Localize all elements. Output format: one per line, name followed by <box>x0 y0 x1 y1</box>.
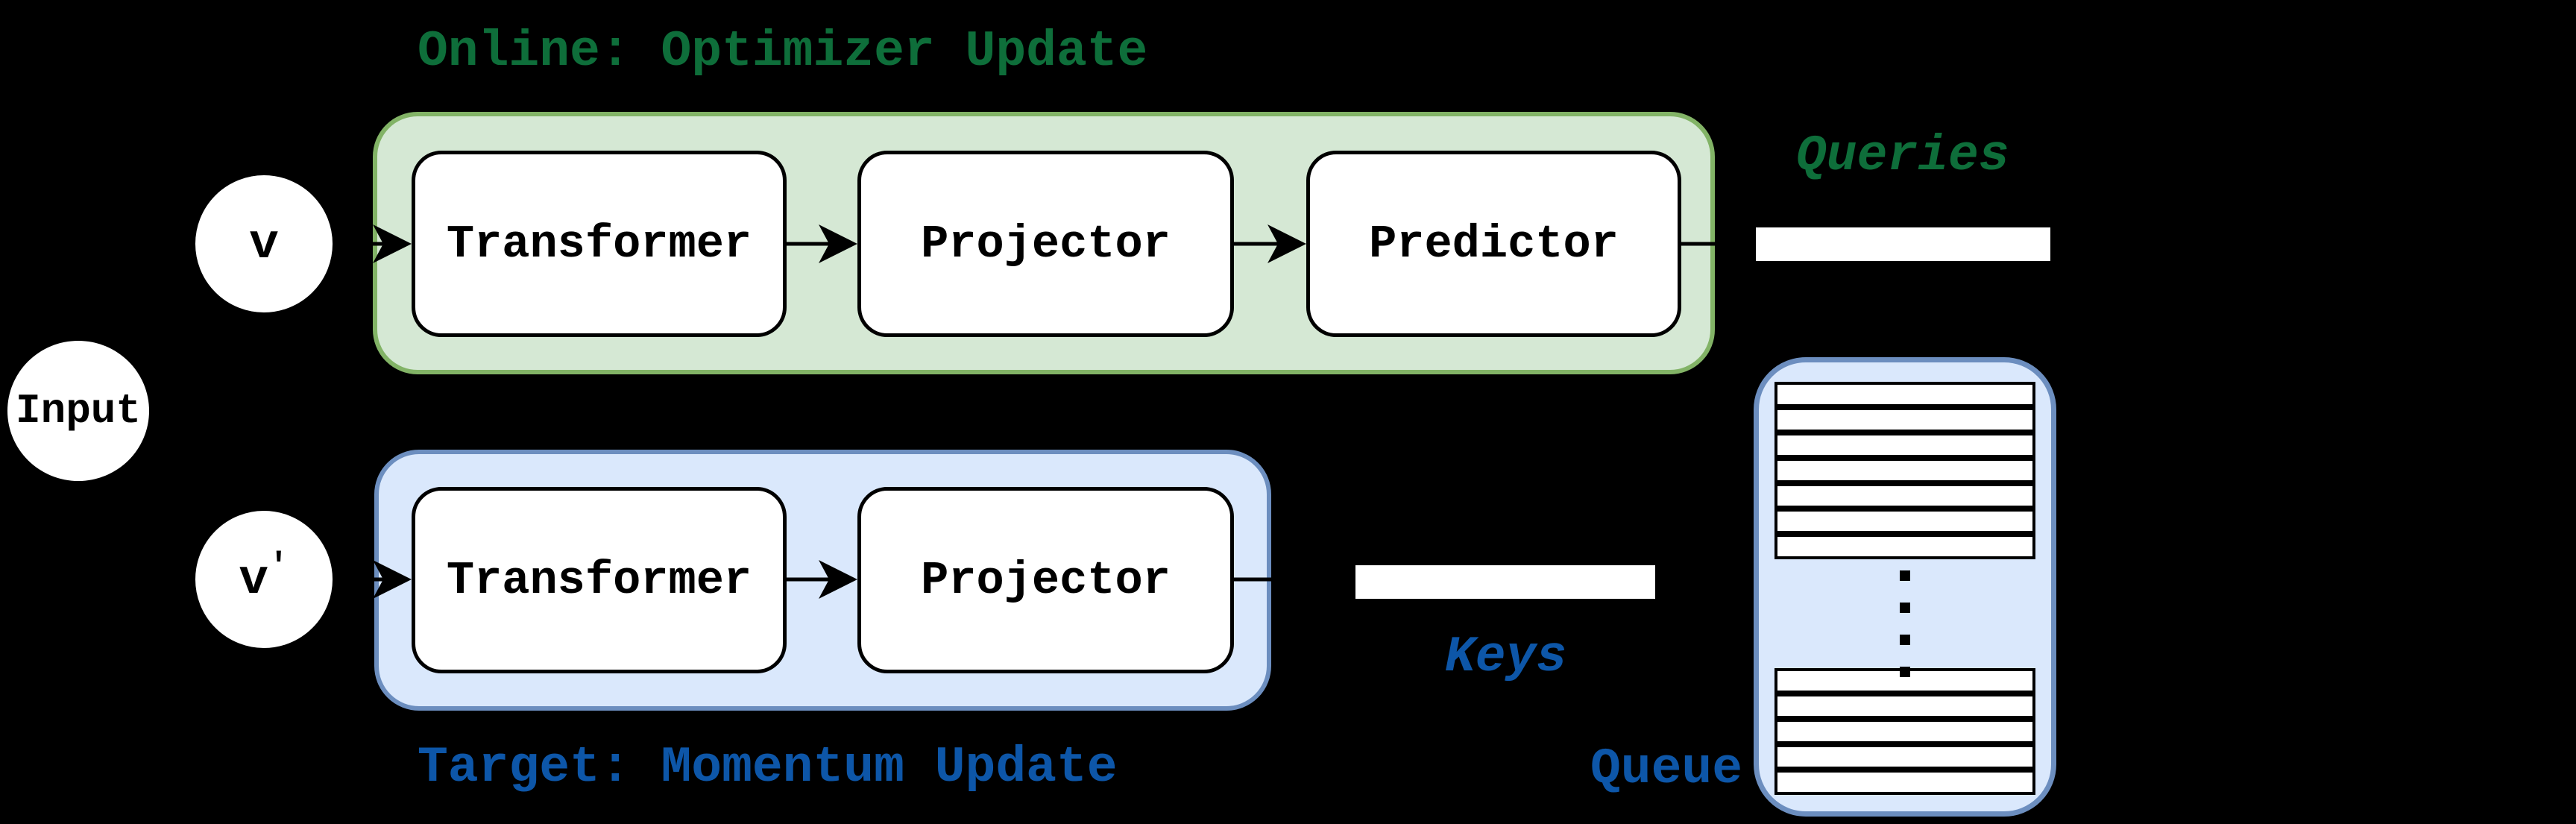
view-v-node: v <box>192 172 336 315</box>
view-v-prime-label: v' <box>239 547 289 608</box>
view-v-label: v <box>249 216 279 272</box>
target-branch-title: Target: Momentum Update <box>418 739 1118 796</box>
queue-row <box>1774 694 2035 719</box>
queue-row <box>1774 458 2035 483</box>
queue-row <box>1774 770 2035 795</box>
queue-row <box>1774 407 2035 433</box>
target-transformer-box: Transformer <box>412 487 787 673</box>
edge-input-to-v <box>137 300 225 368</box>
online-projector-box: Projector <box>857 151 1234 337</box>
edge-input-to-v-prime <box>137 453 225 523</box>
target-projector-box: Projector <box>857 487 1234 673</box>
queue-row <box>1774 433 2035 458</box>
target-transformer-label: Transformer <box>446 553 752 607</box>
queue-row <box>1774 509 2035 534</box>
online-predictor-box: Predictor <box>1306 151 1681 337</box>
view-v-prime-node: v' <box>192 508 336 651</box>
online-transformer-label: Transformer <box>446 217 752 271</box>
online-predictor-label: Predictor <box>1369 217 1619 271</box>
queue-label: Queue <box>1590 740 1743 798</box>
online-branch-title: Online: Optimizer Update <box>418 23 1148 81</box>
queue-ellipsis-dot <box>1900 603 1910 613</box>
queue-row-stack-bottom <box>1774 668 2035 795</box>
input-node-label: Input <box>15 387 142 435</box>
queue-row <box>1774 382 2035 407</box>
queue-row <box>1774 719 2035 744</box>
target-projector-label: Projector <box>921 553 1171 607</box>
queue-ellipsis-dot <box>1900 667 1910 677</box>
keys-label: Keys <box>1445 629 1567 686</box>
queue-row <box>1774 744 2035 770</box>
online-transformer-box: Transformer <box>412 151 787 337</box>
queue-row <box>1774 483 2035 509</box>
input-node: Input <box>4 338 152 484</box>
queries-label: Queries <box>1796 128 2009 185</box>
queue-row-stack-top <box>1774 382 2035 559</box>
online-projector-label: Projector <box>921 217 1171 271</box>
queries-embedding-bar <box>1756 227 2050 261</box>
prime-mark: ' <box>268 547 289 586</box>
keys-embedding-bar <box>1355 565 1655 599</box>
queue-row <box>1774 534 2035 559</box>
queue-ellipsis-dot <box>1900 570 1910 581</box>
queue-ellipsis-dot <box>1900 635 1910 645</box>
